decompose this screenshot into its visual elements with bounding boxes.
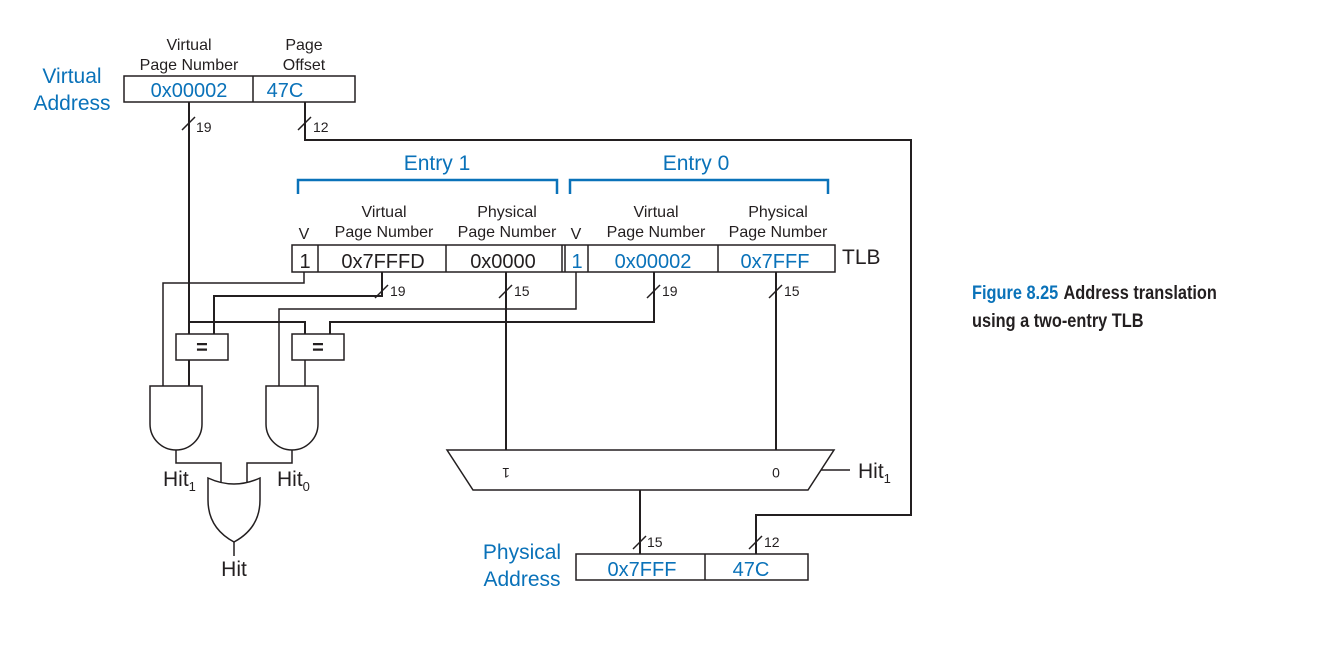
vpn1-wire [213,272,383,334]
entry-1-vpn: 0x7FFFD [341,251,424,273]
comparator-0: = [291,333,345,386]
virtual-address: Virtual Address Virtual Page Number Page… [33,37,356,115]
entry-1-ppn-header-line1: Physical [477,204,537,221]
or-gate-body [207,476,261,543]
pa-offset-value: 47C [733,559,770,581]
va-offset-header-line1: Page [285,37,322,54]
comparator-1: = [175,333,229,386]
caption-text-line1: Address translation [1063,283,1217,304]
physical-address: Physical Address 0x7FFF 47C [483,541,809,591]
bus-slash [181,116,196,131]
physical-address-label-line2: Address [483,568,560,591]
entry-0-v-header: V [571,226,582,243]
tlb-register: 1 0x7FFFD 0x0000 1 0x00002 0x7FFF TLB [291,244,881,273]
mux-body [445,449,836,491]
physical-address-register [575,553,809,581]
va-vpn-value: 0x00002 [151,80,228,102]
entry-1-valid: 1 [299,251,310,273]
entry-1-ppn-header-line2: Page Number [458,224,557,241]
or-gate: Hit [207,476,261,581]
hit1-sub: 1 [189,479,196,494]
entry-0-title: Entry 0 [663,152,730,175]
hit0-wire [246,450,293,482]
tlb-box [291,244,836,273]
va-vpn-header-line2: Page Number [140,57,239,74]
mux-select-sub: 1 [884,471,891,486]
bus-slash [768,284,783,299]
entry-0-vpn-header-line1: Virtual [633,204,678,221]
entry-0-ppn: 0x7FFF [741,251,810,273]
va-offset-header-line2: Offset [283,57,326,74]
va-offset-bus-width: 12 [313,119,329,135]
tlb-wires: 19 15 19 15 [162,272,800,450]
entry-0-bracket: Entry 0 [568,152,830,194]
entry-1-vpn-header-line2: Page Number [335,224,434,241]
hit0-sub: 0 [303,479,310,494]
entry-1-brace [296,178,559,194]
va-offset-bus: 12 [297,102,912,554]
entry-1-ppn: 0x0000 [470,251,536,273]
comparator-0-symbol: = [312,337,324,359]
entry-0-vpn: 0x00002 [615,251,692,273]
tlb-label: TLB [842,246,881,269]
bus-slash [374,284,389,299]
entry-0-brace [568,178,830,194]
va-vpn-bus-width: 19 [196,119,212,135]
hit1-base: Hit [163,468,189,491]
pa-offset-bus-width: 12 [764,534,780,550]
physical-address-label-line1: Physical [483,541,561,564]
entry-1-vpn-header-line1: Virtual [361,204,406,221]
entry-0-valid: 1 [571,251,582,273]
entry-1-ppn-bus-width: 15 [514,283,530,299]
v1-wire [162,272,305,386]
entry-0-ppn-header-line2: Page Number [729,224,828,241]
bus-slash [498,284,513,299]
bus-slash [632,535,647,550]
pa-ppn-value: 0x7FFF [608,559,677,581]
caption-text-line2: using a two-entry TLB [972,311,1144,332]
hit1-wire [175,450,222,482]
va-offset-value: 47C [267,80,304,102]
entry-1-title: Entry 1 [404,152,471,175]
and-gate-1-body [149,385,203,451]
multiplexer: 1 0 Hit1 15 12 [445,449,891,554]
figure-number: Figure 8.25 [972,283,1059,304]
virtual-address-register [123,75,356,103]
mux-select-base: Hit [858,460,884,483]
bus-slash [297,116,312,131]
hit0-base: Hit [277,468,303,491]
entry-0-vpn-bus-width: 19 [662,283,678,299]
entry-1-vpn-bus-width: 19 [390,283,406,299]
virtual-address-label-line2: Address [33,92,110,115]
entry-0-ppn-header-line1: Physical [748,204,808,221]
tlb-headers: V Virtual Page Number Physical Page Numb… [299,204,828,243]
virtual-address-label-line1: Virtual [42,65,101,88]
mux-select-label: Hit1 [858,460,891,486]
and-gate-0: Hit0 [246,385,319,494]
vpn0-wire [329,272,655,334]
va-vpn-to-cmp0-wire [189,321,306,334]
comparator-1-box [175,333,229,361]
entry-0-vpn-header-line2: Page Number [607,224,706,241]
mux-input1-label: 1 [502,465,510,481]
offset-wire [304,102,912,554]
bus-slash [748,535,763,550]
hit1-label: Hit1 [163,468,196,494]
entry-1-bracket: Entry 1 [296,152,559,194]
entry-1-v-header: V [299,226,310,243]
hit-label: Hit [221,558,247,581]
comparator-0-box [291,333,345,361]
va-vpn-header-line1: Virtual [166,37,211,54]
pa-ppn-bus-width: 15 [647,534,663,550]
hit0-label: Hit0 [277,468,310,494]
and-gate-1: Hit1 [149,385,222,494]
v0-wire [278,272,577,386]
entry-0-ppn-bus-width: 15 [784,283,800,299]
mux-input0-label: 0 [772,465,780,481]
bus-slash [646,284,661,299]
comparator-1-symbol: = [196,337,208,359]
and-gate-0-body [265,385,319,451]
